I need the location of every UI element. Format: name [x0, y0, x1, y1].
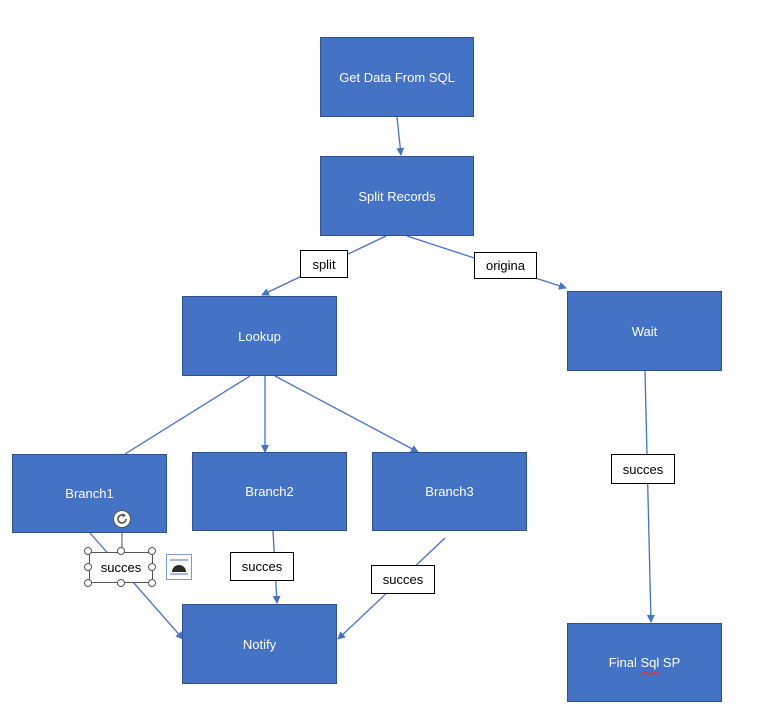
- node-branch1[interactable]: Branch1: [12, 454, 167, 533]
- edge-label-success-branch1-selected[interactable]: succes: [89, 552, 153, 583]
- node-get-data-from-sql[interactable]: Get Data From SQL: [320, 37, 474, 117]
- selection-handle-top-middle[interactable]: [117, 547, 125, 555]
- selection-handle-middle-left[interactable]: [84, 563, 92, 571]
- selection-handle-bottom-middle[interactable]: [117, 579, 125, 587]
- selection-handle-middle-right[interactable]: [148, 563, 156, 571]
- selection-handle-bottom-left[interactable]: [84, 579, 92, 587]
- node-notify[interactable]: Notify: [182, 604, 337, 684]
- final-sql-sp-suffix: SP: [659, 655, 681, 670]
- selection-handle-top-right[interactable]: [148, 547, 156, 555]
- node-branch2[interactable]: Branch2: [192, 452, 347, 531]
- final-sql-sp-prefix: Final: [608, 655, 641, 670]
- selection-handle-top-left[interactable]: [84, 547, 92, 555]
- connector-lookup-branch1: [124, 375, 251, 455]
- node-split-records[interactable]: Split Records: [320, 156, 474, 236]
- connector-wait-final: [644, 370, 655, 623]
- connector-branch1-notify: [89, 532, 184, 640]
- edge-label-split[interactable]: split: [300, 250, 348, 278]
- layout-options-icon[interactable]: [166, 554, 192, 580]
- connector-lookup-branch3: [274, 375, 419, 453]
- edge-label-success-branch3[interactable]: succes: [371, 565, 435, 594]
- rotate-handle-icon[interactable]: [112, 509, 132, 529]
- node-final-sql-sp[interactable]: Final Sql SP: [567, 623, 722, 702]
- selection-handle-bottom-right[interactable]: [148, 579, 156, 587]
- node-lookup[interactable]: Lookup: [182, 296, 337, 376]
- edge-label-success-wait[interactable]: succes: [611, 454, 675, 484]
- connector-getdata-split: [396, 116, 405, 156]
- edge-label-success-branch2[interactable]: succes: [230, 552, 294, 581]
- final-sql-sp-misspelled-word: Sql: [640, 655, 660, 670]
- node-wait[interactable]: Wait: [567, 291, 722, 371]
- node-branch3[interactable]: Branch3: [372, 452, 527, 531]
- edge-label-original[interactable]: origina: [474, 252, 537, 279]
